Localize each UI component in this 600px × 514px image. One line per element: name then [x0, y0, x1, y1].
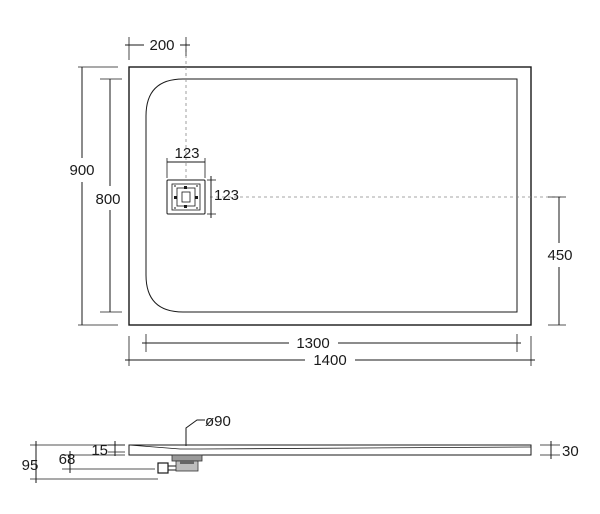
inner-width-label: 1300: [296, 335, 329, 352]
dim-waste-diameter: ø90: [185, 413, 231, 446]
drain-grate: [166, 179, 206, 215]
dim-drain-width: 123: [166, 145, 206, 178]
dim-lip-height: 15: [91, 441, 125, 459]
inner-height-label: 800: [95, 191, 120, 208]
offset-top-label: 200: [149, 37, 174, 54]
dim-tray-thickness: 30: [540, 441, 579, 460]
drain-offset-label: 450: [547, 247, 572, 264]
dim-drain-offset: 450: [547, 196, 573, 326]
overall-width-label: 1400: [313, 352, 346, 369]
lip-height-label: 15: [91, 442, 108, 459]
side-view: ø90 15 95 68 30: [22, 413, 579, 483]
total-height-label: 95: [22, 457, 39, 474]
drain-width-label: 123: [174, 145, 199, 162]
plan-view: 200 900 800 123: [69, 37, 573, 369]
tray-basin: [145, 78, 518, 313]
dim-drain-height: 123: [207, 176, 239, 218]
drain-height-label: 123: [214, 187, 239, 204]
dim-overall-height: 900: [69, 66, 118, 326]
trap-height-label: 68: [59, 451, 76, 468]
waste-diameter-label: ø90: [205, 413, 231, 430]
dim-total-height: 95: [22, 441, 158, 483]
tray-profile: [128, 444, 532, 456]
dim-offset-top: 200: [125, 37, 190, 60]
waste-trap: [157, 454, 203, 474]
tray-outline: [128, 66, 532, 326]
dim-inner-height: 800: [95, 78, 122, 313]
tray-thickness-label: 30: [562, 443, 579, 460]
dim-overall-width: 1400: [125, 336, 535, 369]
dim-inner-width: 1300: [142, 334, 521, 352]
overall-height-label: 900: [69, 162, 94, 179]
dim-trap-height: 68: [59, 451, 155, 473]
